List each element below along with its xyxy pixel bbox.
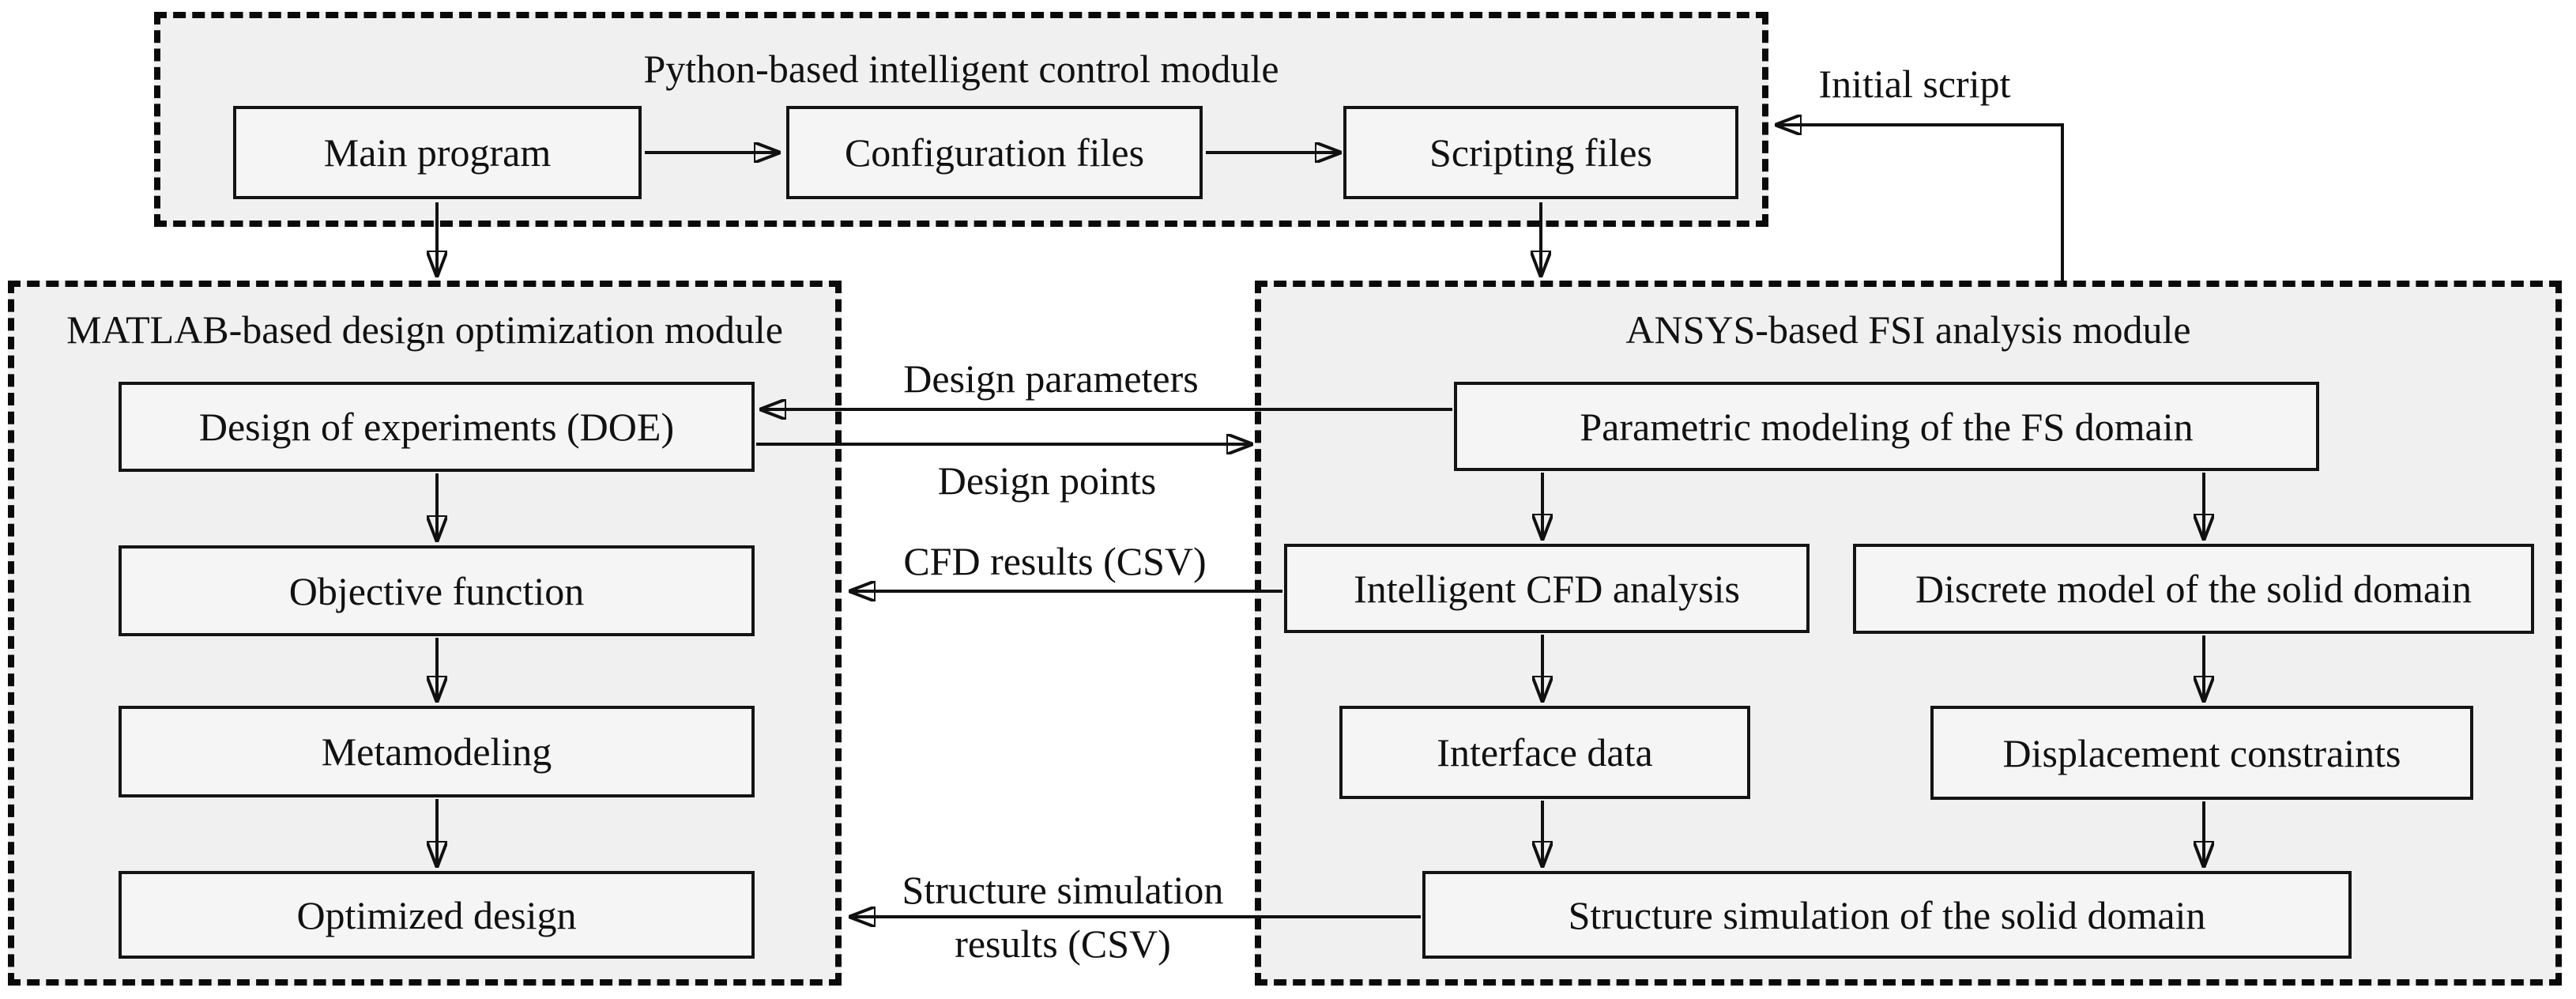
label-design-points: Design points (937, 458, 1157, 503)
node-interface-data: Interface data (1339, 706, 1750, 799)
label-cfd-results: CFD results (CSV) (903, 539, 1207, 583)
ansys-module-title: ANSYS-based FSI analysis module (1625, 307, 2191, 352)
node-discrete-model: Discrete model of the solid domain (1853, 544, 2534, 634)
label-structure-results-line2: results (CSV) (955, 922, 1171, 966)
node-optimized-design: Optimized design (119, 871, 755, 959)
node-main-program: Main program (233, 106, 642, 199)
edge-initial-script (1776, 125, 2064, 281)
node-objective-function: Objective function (119, 545, 755, 636)
node-parametric-modeling: Parametric modeling of the FS domain (1454, 382, 2319, 471)
node-scripting-files: Scripting files (1343, 106, 1738, 199)
matlab-module-title: MATLAB-based design optimization module (66, 307, 783, 352)
node-design-of-experiments: Design of experiments (DOE) (119, 382, 755, 472)
label-design-parameters: Design parameters (903, 356, 1199, 401)
node-structure-simulation: Structure simulation of the solid domain (1422, 871, 2352, 959)
node-intelligent-cfd-analysis: Intelligent CFD analysis (1284, 544, 1810, 633)
label-initial-script: Initial script (1818, 62, 2011, 106)
node-metamodeling: Metamodeling (119, 706, 755, 797)
python-module-title: Python-based intelligent control module (643, 47, 1279, 91)
node-displacement-constraints: Displacement constraints (1930, 706, 2473, 800)
node-configuration-files: Configuration files (786, 106, 1203, 199)
label-structure-results-line1: Structure simulation (902, 868, 1224, 912)
